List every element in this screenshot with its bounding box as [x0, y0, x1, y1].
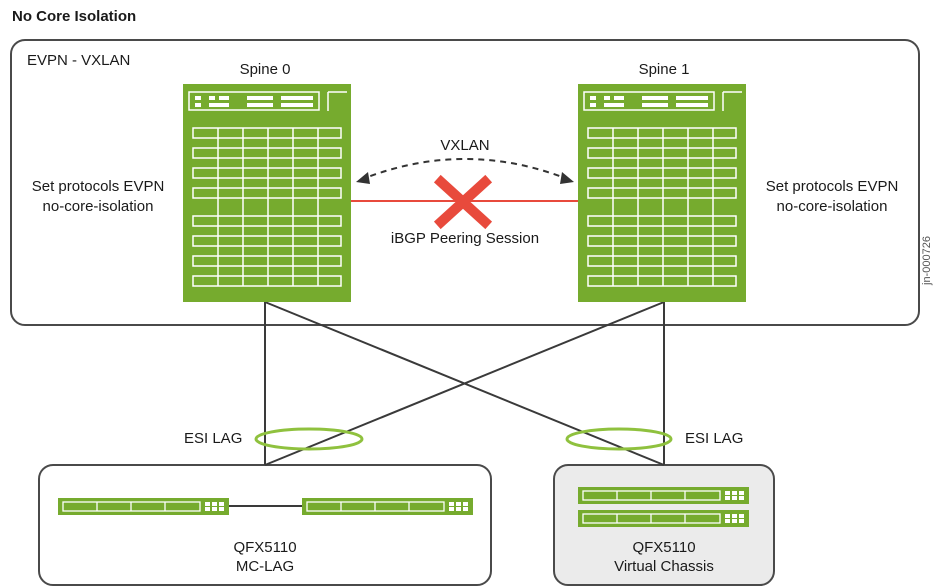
spine0-label: Spine 0: [239, 61, 291, 78]
esi-lag-label-left: ESI LAG: [184, 430, 243, 447]
spine0-config-line1: Set protocols EVPN: [31, 178, 165, 195]
mc-lag-switch-1-icon: [58, 498, 229, 520]
spine1-device-icon: [578, 84, 746, 302]
ibgp-label: iBGP Peering Session: [390, 230, 540, 247]
vc-group-label: QFX5110 Virtual Chassis: [589, 538, 739, 576]
esi-lag-ring-right: [565, 427, 673, 451]
domain-box-label: EVPN - VXLAN: [27, 52, 131, 69]
evpn-vxlan-domain-box: [10, 39, 920, 326]
mc-lag-model: QFX5110: [233, 539, 297, 556]
vxlan-arc: [359, 158, 571, 181]
vc-switch-2-icon: [578, 510, 749, 532]
page-title: No Core Isolation: [12, 8, 137, 25]
vxlan-arrow-left: [356, 172, 370, 184]
downlinks: [264, 301, 665, 466]
vc-model: QFX5110: [632, 539, 696, 556]
vxlan-label: VXLAN: [440, 137, 490, 154]
spine1-config-line2: no-core-isolation: [776, 198, 888, 215]
link-spine1-mclag: [264, 301, 665, 466]
vc-switch-1-icon: [578, 487, 749, 509]
spine0-device-icon: [183, 84, 351, 302]
spine0-config-note: Set protocols EVPN no-core-isolation: [18, 177, 178, 217]
spine1-config-line1: Set protocols EVPN: [765, 178, 899, 195]
spine0-config-line2: no-core-isolation: [42, 198, 154, 215]
spine1-config-note: Set protocols EVPN no-core-isolation: [752, 177, 912, 217]
mc-lag-group-label: QFX5110 MC-LAG: [190, 538, 340, 576]
figure-id: jn-000726: [921, 236, 933, 285]
vxlan-arrow-right: [560, 172, 574, 184]
esi-lag-ring-left: [254, 427, 364, 451]
mc-lag-type: MC-LAG: [235, 558, 295, 575]
spine1-label: Spine 1: [638, 61, 690, 78]
esi-lag-label-right: ESI LAG: [685, 430, 744, 447]
mc-lag-switch-2-icon: [302, 498, 473, 520]
vc-type: Virtual Chassis: [614, 558, 714, 575]
session-down-x-icon: [433, 174, 493, 230]
